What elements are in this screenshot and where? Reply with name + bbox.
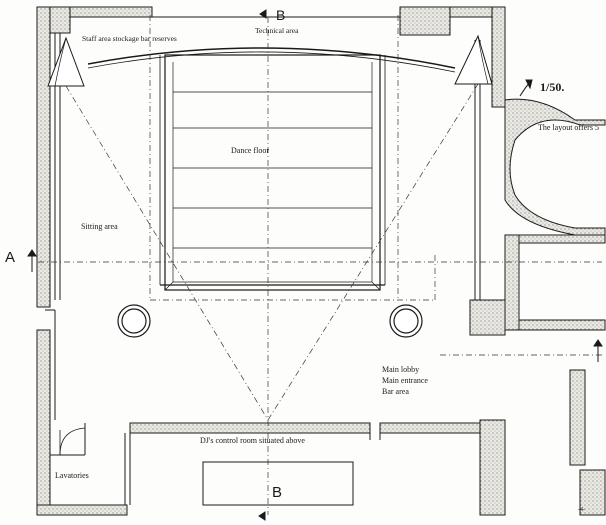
- technical-area-label: Technical area: [255, 26, 299, 35]
- door-swings: [59, 427, 86, 456]
- main-lobby-label: Main lobby: [382, 365, 420, 374]
- layout-offers-label: The layout offers 5: [538, 123, 599, 132]
- scale-label: 1/50.: [540, 80, 565, 94]
- dance-floor-grid: [159, 54, 386, 291]
- bar-area-label: Bar area: [382, 387, 409, 396]
- outer-walls: [36, 6, 506, 516]
- section-mark-b-bottom: B: [272, 484, 283, 501]
- dj-room-label: DJ's control room situated above: [200, 436, 305, 445]
- sightlines: [38, 15, 605, 515]
- page-number: -4-: [578, 507, 585, 513]
- speakers: [47, 34, 493, 87]
- stage-arc: [87, 47, 456, 73]
- staff-area-label: Staff area stockage bar reserves: [82, 34, 177, 43]
- main-entrance-label: Main entrance: [382, 376, 428, 385]
- sitting-area-label: Sitting area: [81, 222, 118, 231]
- section-arrows: [27, 9, 603, 521]
- right-annex: [504, 98, 606, 516]
- section-mark-a: A: [5, 249, 16, 266]
- section-mark-b-top: B: [276, 7, 286, 23]
- columns: [117, 304, 423, 338]
- lavatories-label: Lavatories: [55, 471, 89, 480]
- dance-floor-label: Dance floor: [231, 146, 269, 155]
